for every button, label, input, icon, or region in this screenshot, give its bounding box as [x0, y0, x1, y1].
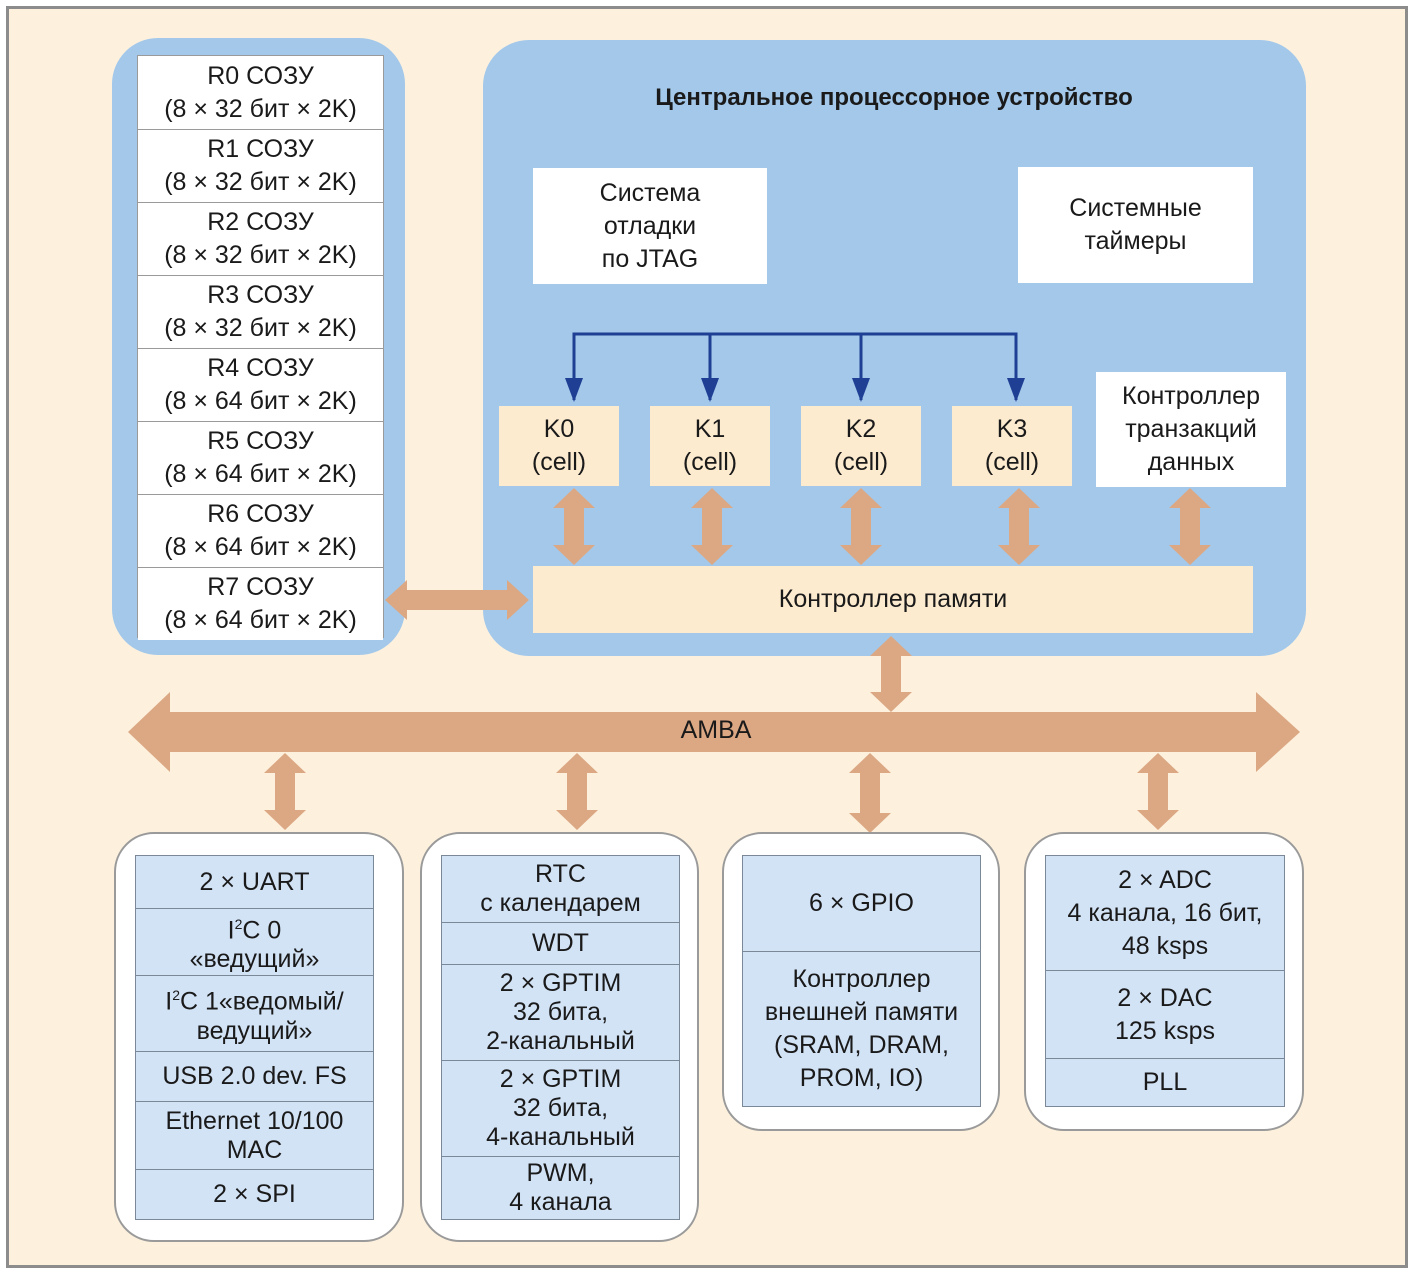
- k3-memctl-arrow: [998, 488, 1040, 565]
- transactions-memctl-arrow: [1169, 488, 1211, 565]
- k1-memctl-arrow: [691, 488, 733, 565]
- transaction-controller-box: Контроллер транзакций данных: [1096, 372, 1286, 487]
- i2c1-sup: 2: [172, 987, 180, 1004]
- gptim-4ch-block: 2 × GPTIM 32 бита, 4-канальный: [442, 1060, 679, 1156]
- ram-block-r1: R1 СОЗУ (8 × 32 бит × 2K): [138, 129, 383, 202]
- memctl-amba-arrow: [870, 636, 912, 712]
- memory-controller: Контроллер памяти: [533, 566, 1253, 633]
- ram-block-r0: R0 СОЗУ (8 × 32 бит × 2K): [138, 56, 383, 129]
- i2c1-prefix: I: [165, 987, 173, 1016]
- dac-block: 2 × DAC 125 ksps: [1046, 970, 1284, 1058]
- i2c0-block: I2C 0 «ведущий»: [136, 908, 373, 975]
- io-box: 6 × GPIO Контроллер внешней памяти (SRAM…: [742, 855, 981, 1107]
- ram-size: (8 × 64 бит × 2K): [164, 606, 357, 634]
- amba-bus-arrow: [128, 692, 1300, 772]
- cell-k3: K3 (cell): [952, 406, 1072, 486]
- ram-size: (8 × 64 бит × 2K): [164, 533, 357, 561]
- ram-memctl-arrow: [385, 580, 529, 620]
- i2c0-role: «ведущий»: [189, 945, 320, 974]
- wdt-block: WDT: [442, 922, 679, 964]
- cell-distribution-line: [572, 332, 1018, 400]
- i2c0-label: I2C 0: [228, 910, 282, 945]
- amba-bus-label: AMBA: [680, 716, 752, 744]
- gptim-2ch-block: 2 × GPTIM 32 бита, 2-канальный: [442, 964, 679, 1060]
- i2c1-label: I2C 1«ведомый/ ведущий»: [165, 981, 343, 1045]
- ram-size: (8 × 64 бит × 2K): [164, 387, 357, 415]
- cell-name: K1: [694, 415, 726, 443]
- external-memory-controller-block: Контроллер внешней памяти (SRAM, DRAM, P…: [743, 951, 980, 1106]
- cell-k0: K0 (cell): [499, 406, 619, 486]
- analog-box: 2 × ADC 4 канала, 16 бит, 48 ksps 2 × DA…: [1045, 855, 1285, 1107]
- ram-block-r2: R2 СОЗУ (8 × 32 бит × 2K): [138, 202, 383, 275]
- system-timers-box: Системные таймеры: [1018, 167, 1253, 283]
- i2c0-sup: 2: [234, 915, 243, 932]
- timers-box: RTC с календарем WDT 2 × GPTIM 32 бита, …: [441, 855, 680, 1220]
- cpu-panel: [483, 40, 1306, 656]
- cell-name: K2: [845, 415, 877, 443]
- cell-type: (cell): [531, 448, 587, 476]
- ram-name: R4 СОЗУ: [207, 354, 314, 382]
- vertical-links: [264, 488, 1211, 833]
- io-amba-arrow: [849, 753, 891, 833]
- i2c0-prefix: I: [227, 916, 235, 945]
- ram-name: R5 СОЗУ: [207, 427, 314, 455]
- ram-name: R2 СОЗУ: [207, 208, 314, 236]
- timers-amba-arrow: [556, 753, 598, 830]
- cell-type: (cell): [682, 448, 738, 476]
- i2c1-role: 1«ведомый/ ведущий»: [196, 987, 344, 1045]
- gpio-block: 6 × GPIO: [809, 889, 914, 917]
- cell-k1: K1 (cell): [650, 406, 770, 486]
- jtag-debug-box: Система отладки по JTAG: [533, 168, 767, 284]
- i2c0-suffix: C 0: [242, 916, 282, 945]
- ram-block-r5: R5 СОЗУ (8 × 64 бит × 2K): [138, 421, 383, 494]
- ram-name: R1 СОЗУ: [207, 135, 314, 163]
- analog-amba-arrow: [1137, 753, 1179, 830]
- ram-size: (8 × 32 бит × 2K): [164, 241, 357, 269]
- ram-size: (8 × 64 бит × 2K): [164, 460, 357, 488]
- cell-name: K3: [996, 415, 1028, 443]
- adc-block: 2 × ADC 4 канала, 16 бит, 48 ksps: [1067, 865, 1263, 960]
- i2c1-suffix: C: [180, 987, 205, 1016]
- spi-block: 2 × SPI: [136, 1169, 373, 1219]
- ram-size: (8 × 32 бит × 2K): [164, 94, 357, 123]
- cell-type: (cell): [833, 448, 889, 476]
- ram-block-r7: R7 СОЗУ (8 × 64 бит × 2K): [138, 567, 383, 640]
- i2c1-block: I2C 1«ведомый/ ведущий»: [136, 975, 373, 1051]
- cell-name: K0: [543, 415, 575, 443]
- ram-name: R7 СОЗУ: [207, 573, 314, 601]
- k0-memctl-arrow: [553, 488, 595, 565]
- uart-block: 2 × UART: [199, 867, 310, 896]
- pll-block: PLL: [1046, 1058, 1284, 1106]
- ram-size: (8 × 32 бит × 2K): [164, 168, 357, 196]
- cell-arrowheads: [565, 378, 1025, 402]
- ram-name: R3 СОЗУ: [207, 281, 314, 309]
- cell-k2: K2 (cell): [801, 406, 921, 486]
- k2-memctl-arrow: [840, 488, 882, 565]
- ram-block-r6: R6 СОЗУ (8 × 64 бит × 2K): [138, 494, 383, 567]
- cell-type: (cell): [984, 448, 1040, 476]
- interfaces-amba-arrow: [264, 753, 306, 830]
- usb-block: USB 2.0 dev. FS: [136, 1051, 373, 1101]
- interfaces-box: 2 × UART I2C 0 «ведущий» I2C 1«ведомый/ …: [135, 855, 374, 1220]
- ram-name: R6 СОЗУ: [207, 500, 314, 528]
- ram-block-r4: R4 СОЗУ (8 × 64 бит × 2K): [138, 348, 383, 421]
- ram-name: R0 СОЗУ: [207, 61, 314, 90]
- pwm-block: PWM, 4 канала: [442, 1156, 679, 1219]
- cpu-title: Центральное процессорное устройство: [655, 84, 1133, 111]
- ethernet-block: Ethernet 10/100 MAC: [136, 1101, 373, 1169]
- ram-block-r3: R3 СОЗУ (8 × 32 бит × 2K): [138, 275, 383, 348]
- ram-size: (8 × 32 бит × 2K): [164, 314, 357, 342]
- rtc-block: RTC с календарем: [480, 860, 641, 917]
